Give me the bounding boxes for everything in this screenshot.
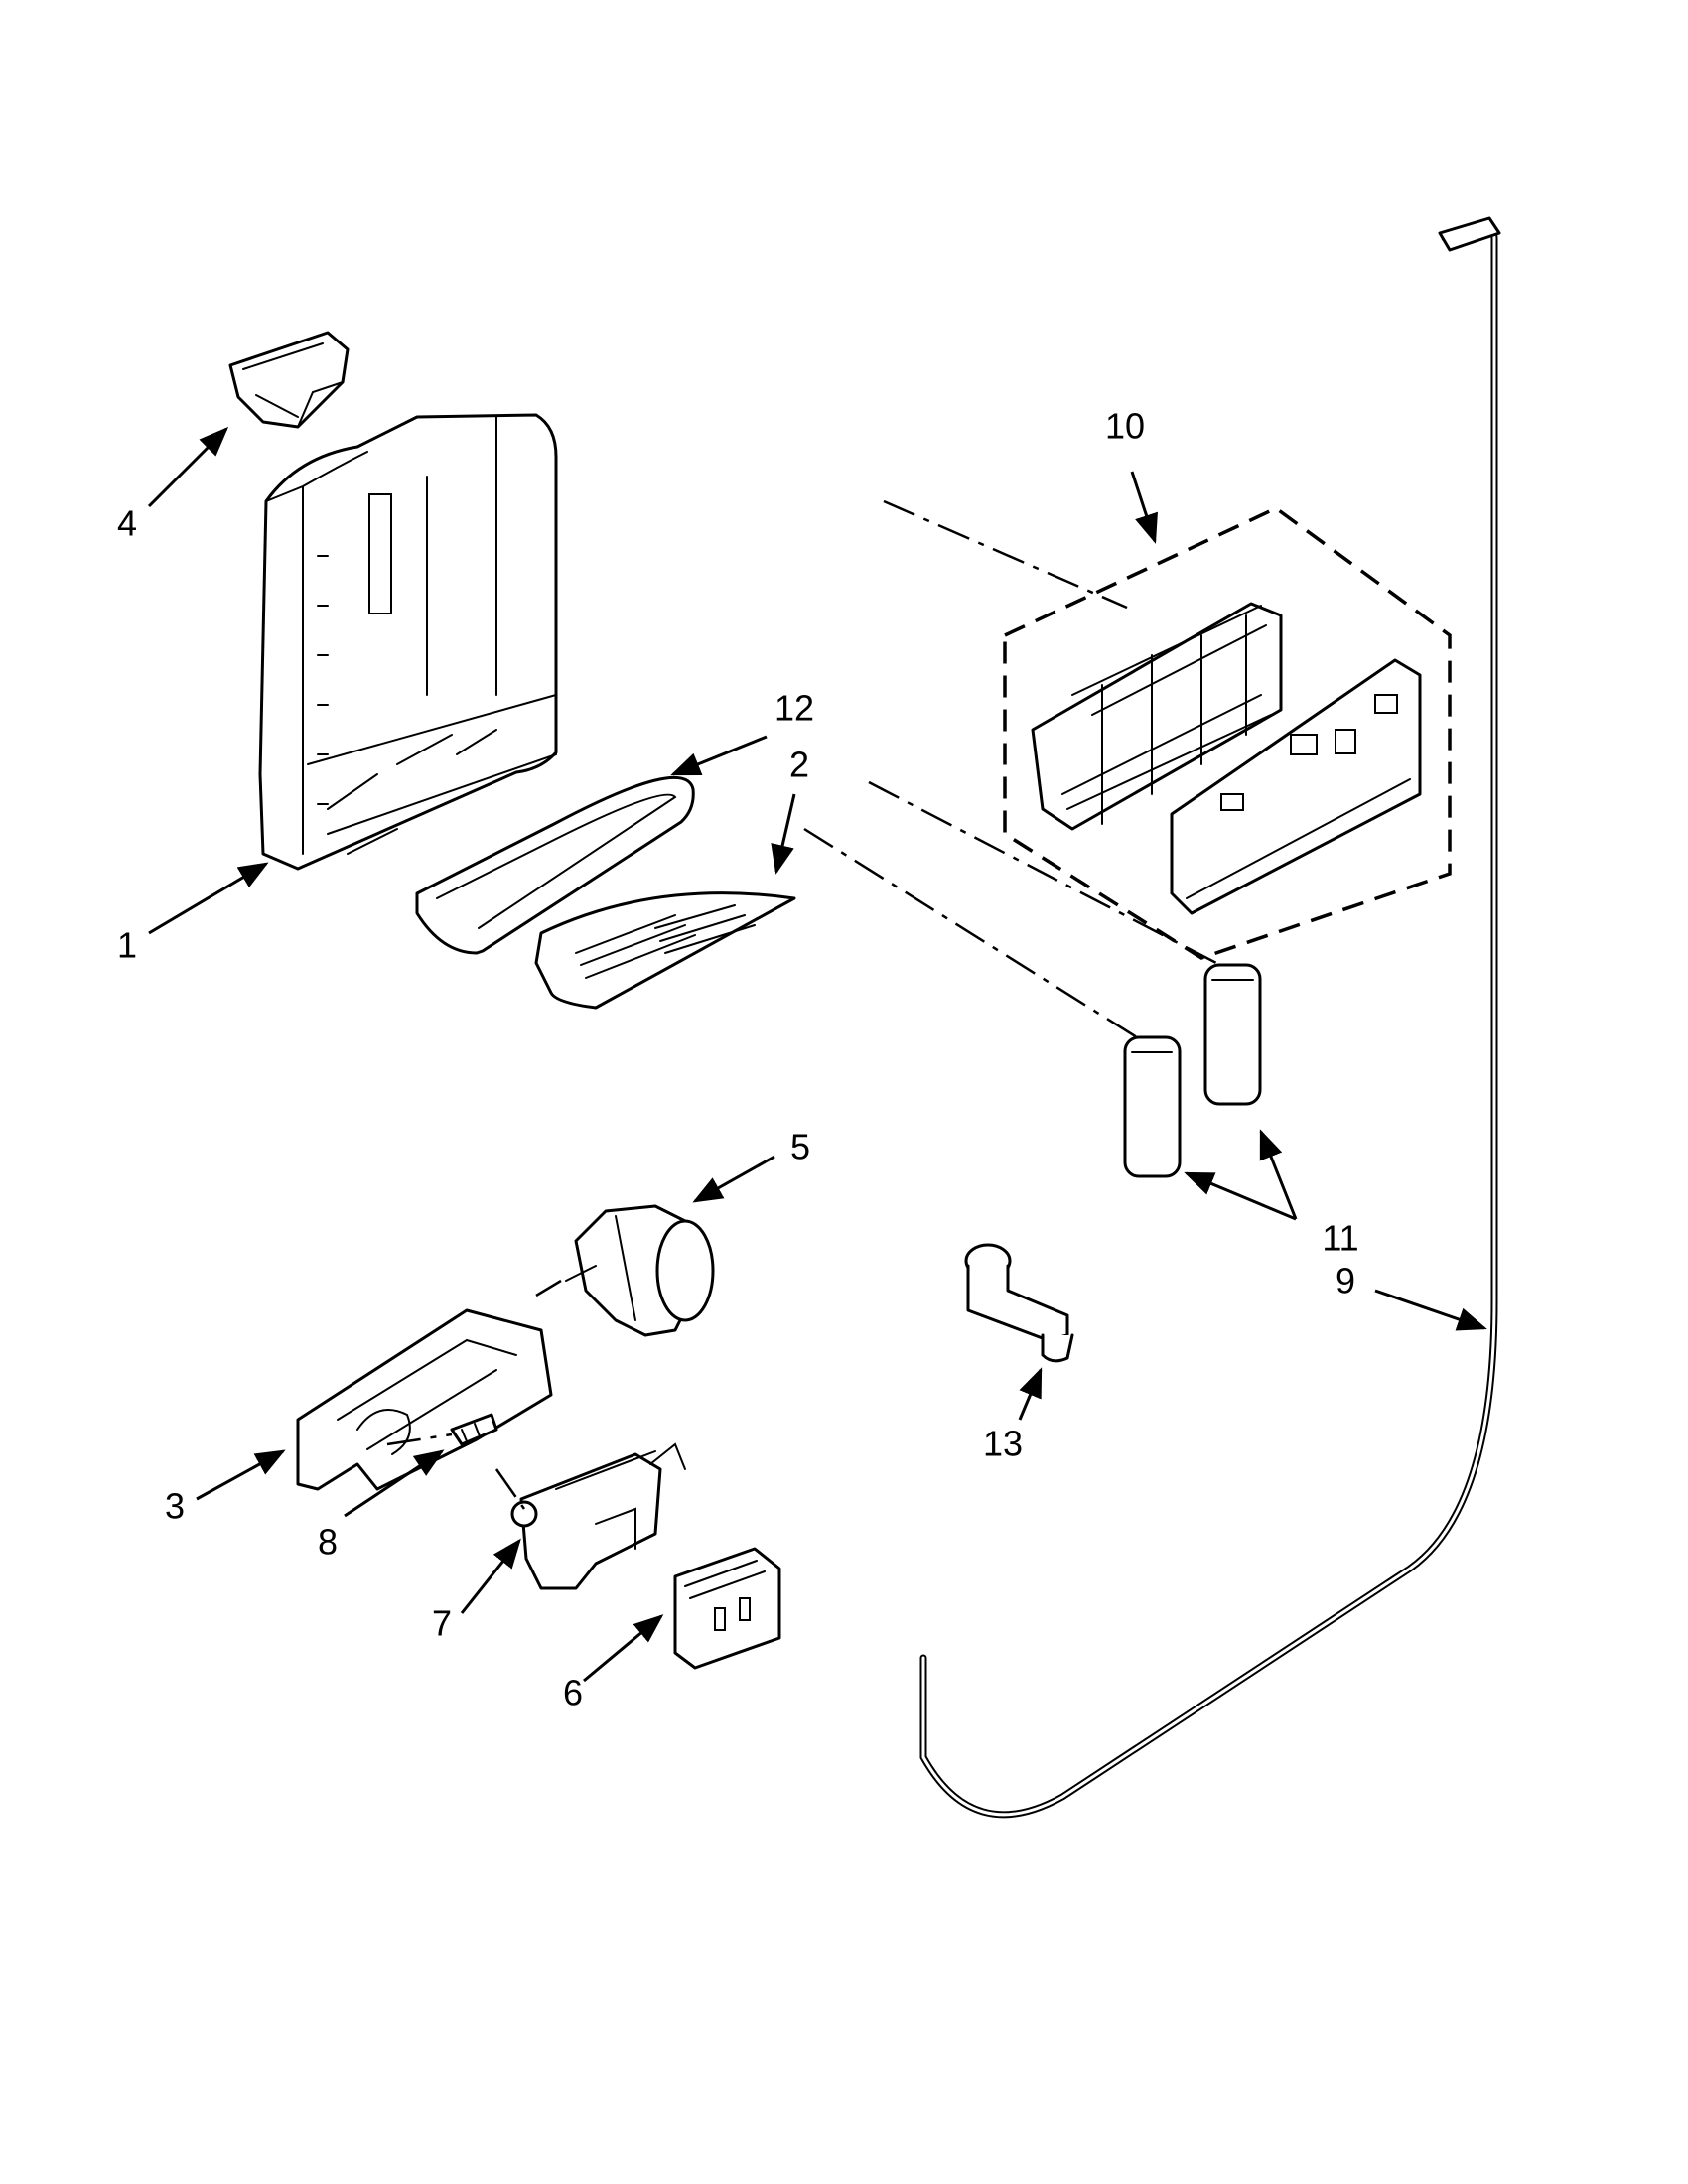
- callout-11: 11: [1322, 1218, 1358, 1259]
- callout-4: 4: [117, 503, 137, 544]
- part-4-cup: [228, 331, 350, 429]
- callout-10: 10: [1105, 406, 1145, 447]
- callout-12: 12: [774, 688, 814, 729]
- part-9-water-tube: [919, 216, 1501, 1819]
- callout-6: 6: [563, 1673, 583, 1713]
- callout-7: 7: [432, 1603, 452, 1644]
- part-10-control-assembly: [1003, 505, 1452, 960]
- callout-5: 5: [790, 1127, 810, 1167]
- leader-arrows: [147, 426, 1487, 1683]
- part-5-motor: [565, 1204, 715, 1337]
- callout-9: 9: [1336, 1261, 1355, 1301]
- assembly-lines: [386, 499, 1217, 1510]
- part-11-buttons: [1123, 963, 1262, 1178]
- part-2-grille: [534, 891, 796, 1010]
- callout-13: 13: [983, 1424, 1023, 1464]
- part-7-switch: [510, 1442, 686, 1590]
- part-13-water-fitting: [964, 1243, 1074, 1363]
- part-8-screw: [450, 1413, 498, 1446]
- part-12-frame: [415, 775, 695, 955]
- part-6-actuator-pad: [673, 1547, 781, 1670]
- callout-labels: 1 2 3 4 5 6 7 8 9 10 11 12 13: [117, 406, 1359, 1713]
- callout-3: 3: [165, 1486, 185, 1527]
- part-1-housing: [258, 413, 558, 871]
- callout-8: 8: [318, 1522, 338, 1563]
- callout-2: 2: [789, 745, 809, 785]
- callout-1: 1: [117, 925, 137, 966]
